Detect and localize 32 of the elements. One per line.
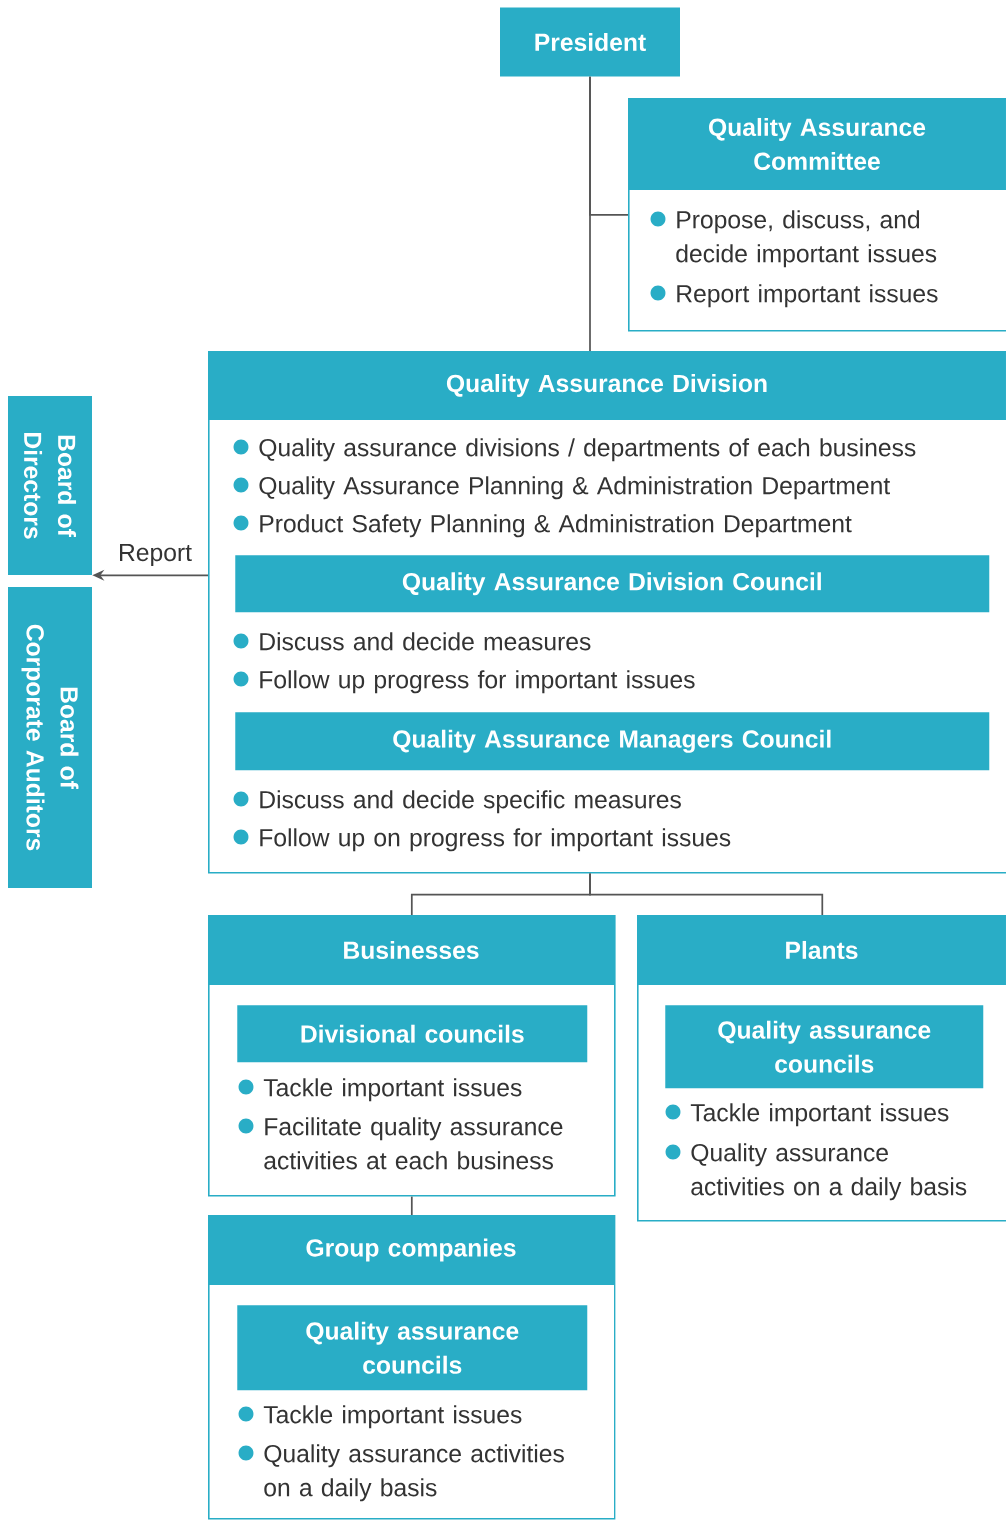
panel-header: Group companies [208, 1215, 614, 1285]
panel-header: Plants [637, 915, 1006, 985]
bullet-item: Propose, discuss, and decide important issues [650, 210, 937, 268]
bullet-item: Tackle important issues [238, 1405, 522, 1429]
panel-header: Quality Assurance Division [208, 351, 1006, 420]
bullet-item: Discuss and decide specific measures [233, 790, 681, 814]
board-box: Board of Corporate Auditors [8, 587, 92, 888]
bullet-item: Tackle important issues [665, 1103, 949, 1127]
board-box: Board of Directors [8, 396, 92, 575]
bullet-item: Product Safety Planning & Administration Department [233, 514, 852, 538]
bullet-item: Facilitate quality assurance activities at each business [238, 1117, 563, 1170]
connector-line [589, 872, 824, 916]
connector-line [589, 75, 629, 216]
council-bar: Quality assurance councils [237, 1305, 588, 1391]
bullet-item: Report important issues [650, 284, 938, 308]
panel-header: Quality Assurance Committee [628, 98, 1006, 190]
bullet-item: Quality assurance activities on a daily basis [238, 1444, 564, 1502]
connector-line [410, 1195, 413, 1216]
bullet-item: Discuss and decide measures [233, 632, 591, 651]
bullet-item: Follow up on progress for important issues [233, 828, 731, 852]
panel-header: Businesses [208, 915, 614, 985]
title-box: President [500, 7, 680, 77]
edge-label: Report [116, 542, 194, 568]
council-bar: Divisional councils [237, 1005, 588, 1063]
bullet-item: Follow up progress for important issues [233, 670, 695, 694]
council-bar: Quality Assurance Managers Council [235, 712, 990, 771]
council-bar: Quality Assurance Division Council [235, 555, 990, 613]
bullet-item: Quality Assurance Planning & Administration Department [233, 476, 890, 500]
bullet-item: Tackle important issues [238, 1078, 522, 1102]
council-bar: Quality assurance councils [665, 1005, 984, 1089]
bullet-item: Quality assurance divisions / departments of each business [233, 438, 916, 462]
bullet-item: Quality assurance activities on a daily basis [665, 1143, 967, 1201]
